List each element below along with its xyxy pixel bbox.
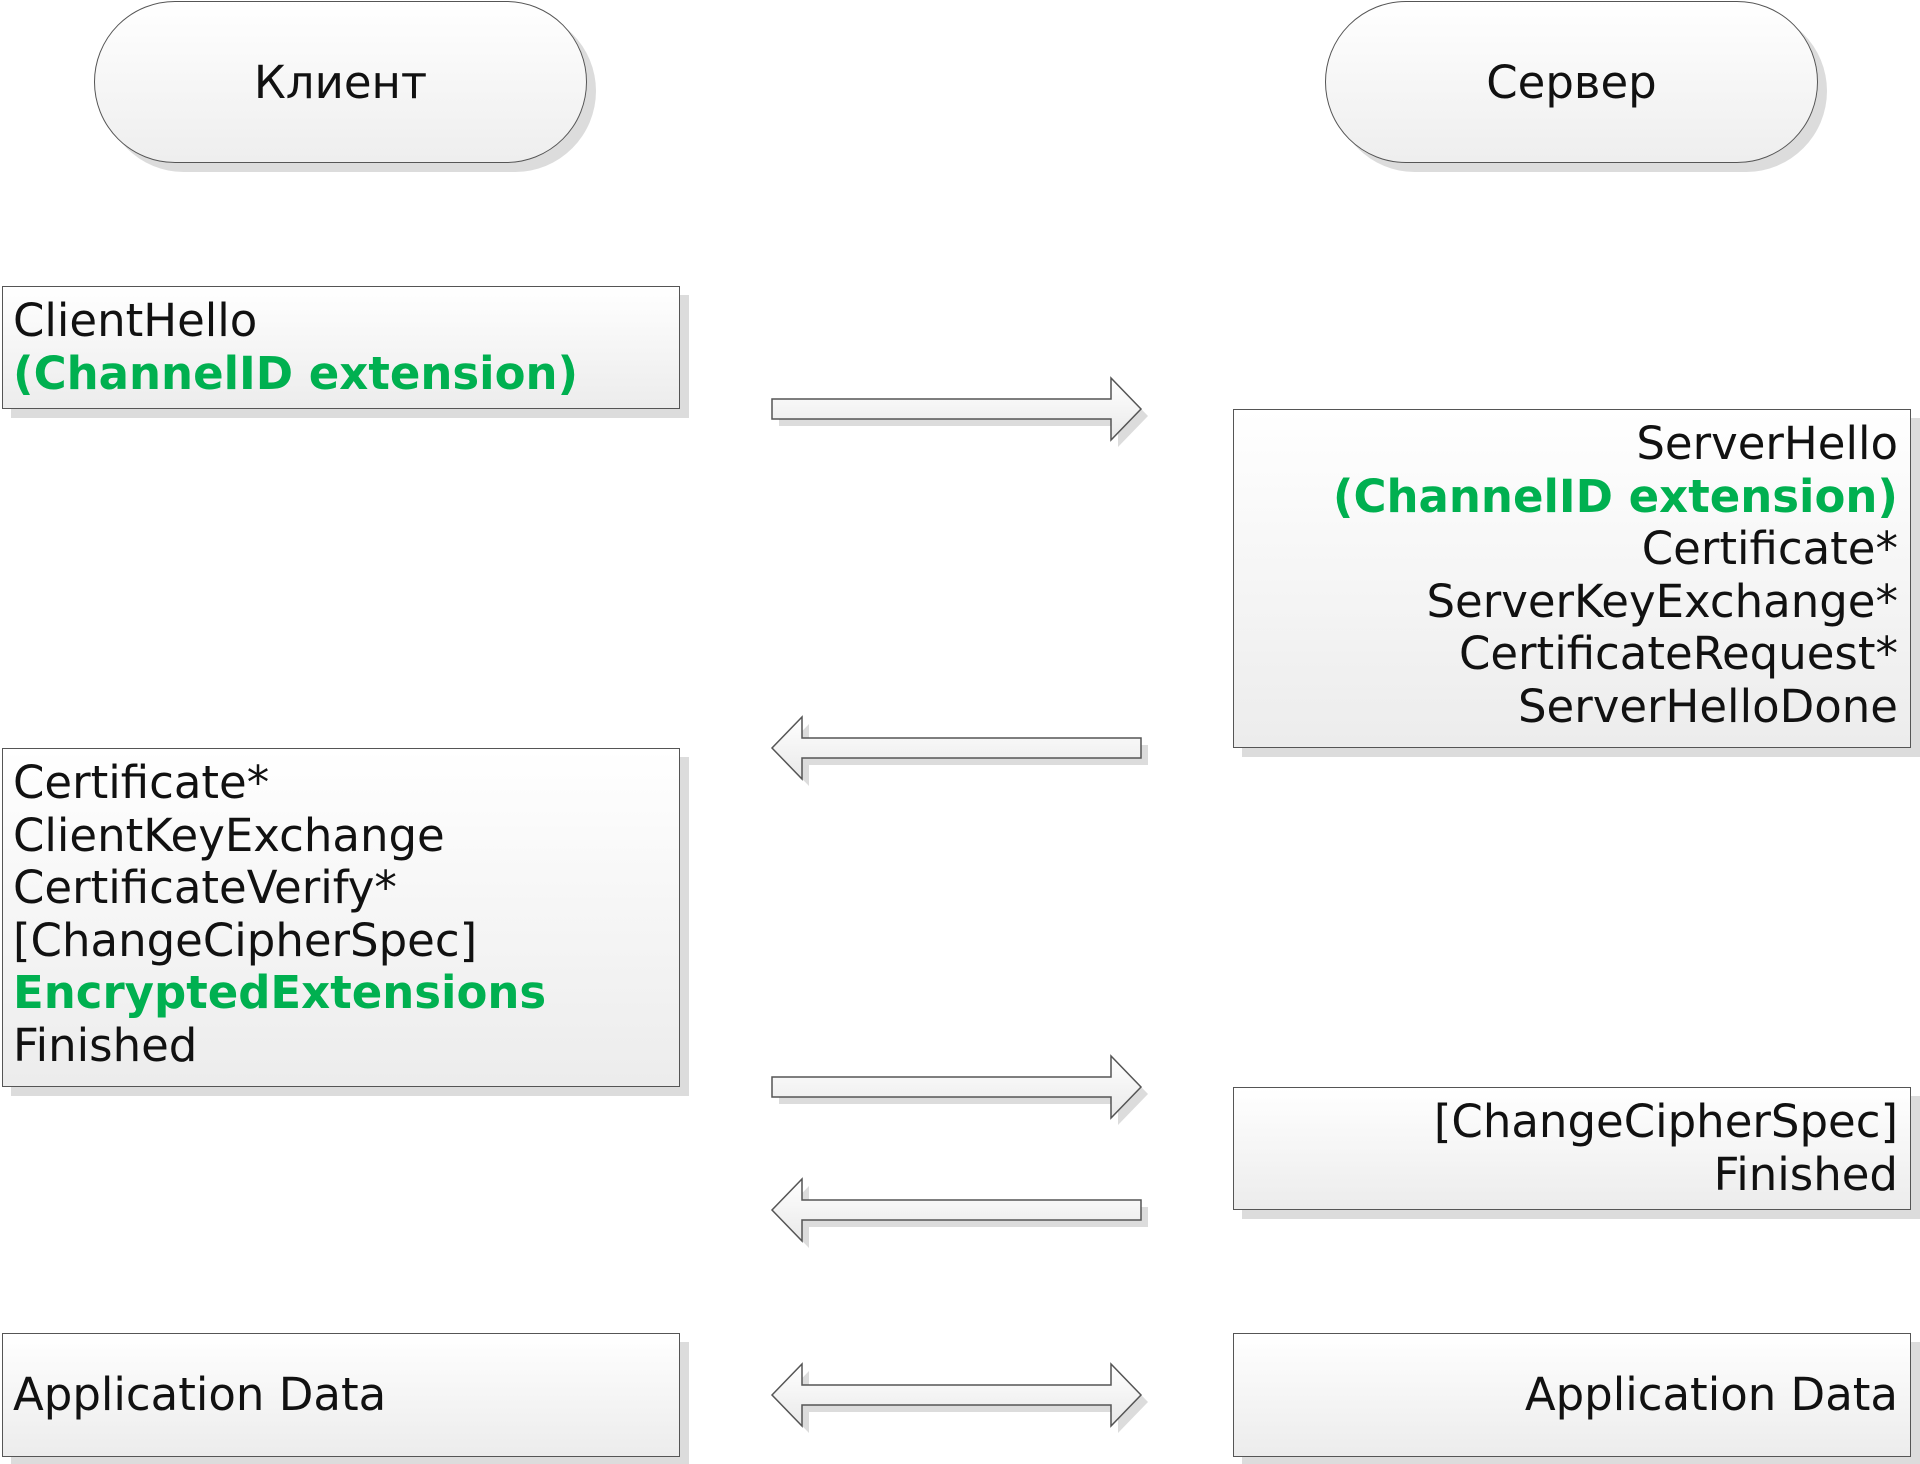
- client-finished-line-3: CertificateVerify*: [13, 861, 397, 914]
- arrow-server-finished-body: [770, 1177, 1142, 1243]
- client-finished-line-4: [ChangeCipherSpec]: [13, 913, 478, 967]
- arrow-client-hello: [771, 376, 1148, 447]
- server-finished-line-2: Finished: [1713, 1147, 1898, 1201]
- client-application-data-line-1: Application Data: [13, 1367, 387, 1421]
- client-hello-line-2: (ChannelID extension): [13, 346, 579, 400]
- server-hello-line-2: (ChannelID extension): [1332, 469, 1898, 523]
- server-hello-line-3: Certificate*: [1641, 522, 1898, 575]
- server-actor: Сервер: [1325, 1, 1818, 163]
- client-finished-line-1: Certificate*: [13, 756, 270, 809]
- server-hello-line-1: ServerHello: [1636, 417, 1898, 470]
- arrow-server-hello-body: [770, 715, 1142, 781]
- server-hello-box: ServerHello(ChannelID extension)Certific…: [1233, 409, 1911, 748]
- server-hello-line-5: CertificateRequest*: [1458, 627, 1898, 680]
- client-hello-box: ClientHello(ChannelID extension): [2, 286, 680, 409]
- client-actor-label: Клиент: [253, 55, 428, 109]
- server-application-data-line-1: Application Data: [1524, 1367, 1898, 1421]
- client-finished-line-2: ClientKeyExchange: [13, 808, 445, 862]
- server-finished-line-1: [ChangeCipherSpec]: [1433, 1095, 1898, 1148]
- server-finished-box: [ChangeCipherSpec]Finished: [1233, 1087, 1911, 1210]
- client-hello-line-1: ClientHello: [13, 294, 258, 347]
- arrow-application-data: [770, 1362, 1148, 1433]
- arrow-application-data-body: [770, 1362, 1143, 1428]
- arrow-server-hello: [770, 715, 1148, 786]
- arrow-server-finished: [770, 1177, 1148, 1248]
- client-finished-line-5: EncryptedExtensions: [13, 966, 547, 1019]
- client-actor: Клиент: [94, 1, 587, 163]
- server-hello-line-6: ServerHelloDone: [1517, 679, 1898, 733]
- server-hello-line-4: ServerKeyExchange*: [1426, 574, 1898, 628]
- arrow-client-finished: [771, 1054, 1148, 1125]
- client-finished-line-6: Finished: [13, 1018, 198, 1072]
- server-application-data-box: Application Data: [1233, 1333, 1911, 1457]
- server-actor-label: Сервер: [1486, 55, 1657, 109]
- arrow-client-hello-body: [771, 376, 1143, 442]
- arrow-client-finished-body: [771, 1054, 1143, 1120]
- client-application-data-box: Application Data: [2, 1333, 680, 1457]
